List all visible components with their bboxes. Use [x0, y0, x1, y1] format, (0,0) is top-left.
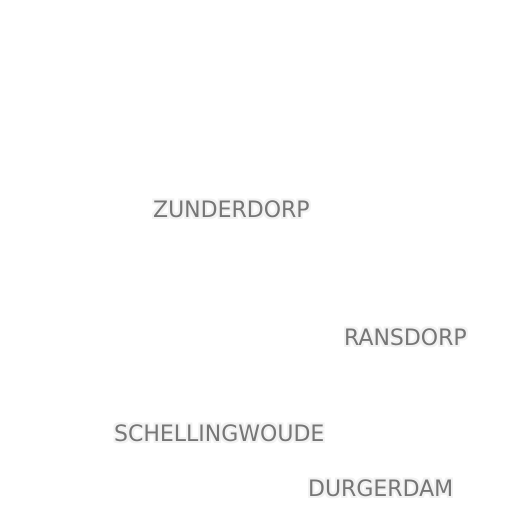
place-label-ransdorp: RANSDORP — [344, 326, 467, 351]
place-label-zunderdorp: ZUNDERDORP — [153, 198, 310, 223]
place-label-durgerdam: DURGERDAM — [308, 477, 454, 502]
place-label-schellingwoude: SCHELLINGWOUDE — [114, 422, 325, 447]
